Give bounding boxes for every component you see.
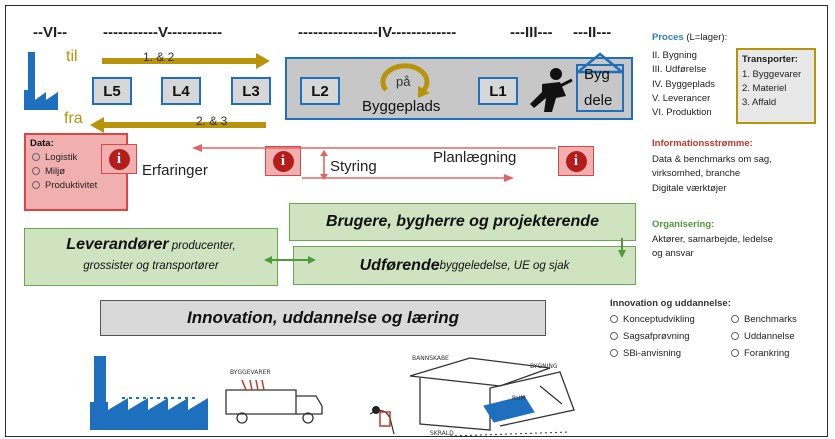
stage-iv: ----------------IV------------- bbox=[298, 24, 457, 41]
informationsstromme-line: Data & benchmarks om sag, bbox=[652, 154, 772, 165]
informationsstromme-line: virksomhed, branche bbox=[652, 168, 741, 179]
planlaegning-label: Planlægning bbox=[433, 149, 517, 166]
informationsstromme-title: Informationsstrømme: bbox=[652, 138, 753, 149]
cycle-icon bbox=[380, 63, 430, 98]
stage-iii: ---III--- bbox=[510, 24, 553, 41]
innovation-list-item: Uddannelse bbox=[731, 330, 795, 343]
forward-arrow bbox=[102, 53, 270, 69]
proces-item: III. Udførelse bbox=[652, 64, 707, 75]
data-box-item: Produktivitet bbox=[32, 179, 97, 192]
stage-vi: --VI-- bbox=[33, 24, 68, 41]
worker-icon bbox=[530, 68, 573, 112]
byggeplads-area bbox=[285, 57, 633, 120]
lager-l2: L2 bbox=[300, 77, 340, 105]
innovation-list-item: Sagsafprøvning bbox=[610, 330, 690, 343]
return-arrow bbox=[90, 117, 266, 133]
innovation-list-item: Benchmarks bbox=[731, 313, 797, 326]
fra-label: fra bbox=[64, 110, 83, 127]
dele-label: dele bbox=[584, 92, 613, 109]
organisering-line: Aktører, samarbejde, ledelse bbox=[652, 234, 773, 245]
styring-label: Styring bbox=[330, 158, 377, 175]
innovation-list-item: Forankring bbox=[731, 347, 789, 360]
sketch-label: RUM bbox=[512, 395, 526, 402]
organisering-line: og ansvar bbox=[652, 248, 694, 259]
organisering-title: Organisering: bbox=[652, 219, 715, 230]
lager-l5: L5 bbox=[92, 77, 132, 105]
data-box-item: Miljø bbox=[32, 165, 65, 178]
proces-title: Proces (L=lager): bbox=[652, 32, 728, 43]
transporter-item: 2. Materiel bbox=[742, 83, 787, 94]
lager-l3: L3 bbox=[231, 77, 271, 105]
forward-arrow-label: 1. & 2 bbox=[143, 50, 175, 64]
transporter-title: Transporter: bbox=[742, 54, 798, 65]
info-icon: i bbox=[101, 144, 137, 174]
green-arrows bbox=[264, 238, 626, 264]
proces-item: II. Bygning bbox=[652, 50, 697, 61]
transporter-box bbox=[736, 48, 816, 124]
proces-item: VI. Produktion bbox=[652, 107, 712, 118]
innovation-list-title: Innovation og uddannelse: bbox=[610, 298, 731, 309]
info-flow-arrows bbox=[192, 144, 556, 182]
paa-label: på bbox=[396, 74, 411, 89]
info-icon: i bbox=[558, 146, 594, 176]
innovation-list-item: Konceptudvikling bbox=[610, 313, 695, 326]
transporter-item: 1. Byggevarer bbox=[742, 69, 802, 80]
erfaringer-label: Erfaringer bbox=[142, 162, 208, 179]
info-icon: i bbox=[265, 146, 301, 176]
innovation-box: Innovation, uddannelse og læring bbox=[100, 300, 546, 336]
data-box-title: Data: bbox=[30, 138, 54, 149]
lager-l4: L4 bbox=[161, 77, 201, 105]
sketch-label: SKRALD bbox=[430, 430, 454, 437]
construction-sketch bbox=[90, 356, 575, 437]
sketch-label: BYGNING bbox=[530, 363, 558, 370]
leverandorer-box: Leverandører producenter, grossister og … bbox=[24, 228, 278, 286]
brugere-box: Brugere, bygherre og projekterende bbox=[289, 203, 636, 241]
lager-l1: L1 bbox=[478, 77, 518, 105]
byg-label: Byg bbox=[584, 66, 610, 83]
proces-item: V. Leverancer bbox=[652, 93, 711, 104]
byggeplads-label: Byggeplads bbox=[362, 98, 441, 115]
informationsstromme-line: Digitale værktøjer bbox=[652, 183, 727, 194]
transporter-item: 3. Affald bbox=[742, 97, 777, 108]
data-box-item: Logistik bbox=[32, 151, 77, 164]
proces-item: IV. Byggeplads bbox=[652, 79, 716, 90]
factory-icon bbox=[24, 52, 58, 110]
innovation-list-item: SBi-anvisning bbox=[610, 347, 681, 360]
sketch-label: BANNSKABE bbox=[412, 355, 449, 362]
sketch-label: BYGGEVARER bbox=[230, 369, 271, 376]
stage-v: -----------V----------- bbox=[103, 24, 223, 41]
outer-frame bbox=[5, 5, 828, 437]
return-arrow-label: 2. & 3 bbox=[196, 114, 228, 128]
stage-ii: ---II--- bbox=[573, 24, 612, 41]
house-roof-icon bbox=[576, 52, 624, 74]
til-label: til bbox=[66, 48, 78, 65]
udforende-box: Udførende byggeledelse, UE og sjak bbox=[293, 246, 636, 285]
